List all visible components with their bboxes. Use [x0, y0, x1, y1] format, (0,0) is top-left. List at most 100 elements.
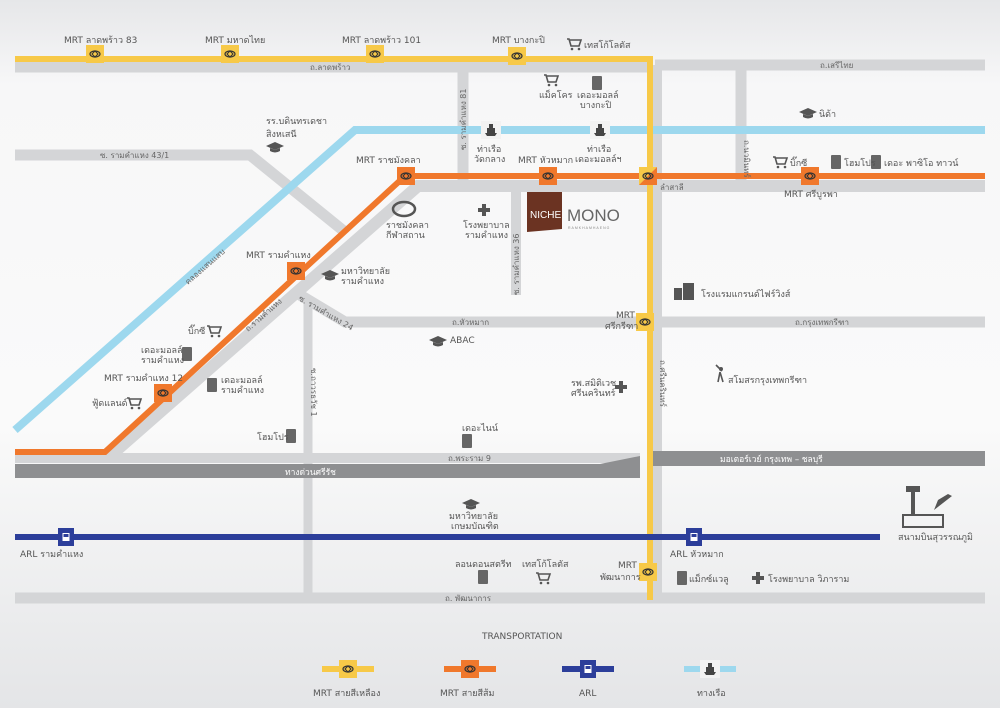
svg-text:มหาวิทยาลัย: มหาวิทยาลัย	[449, 511, 498, 522]
svg-text:MRT ลาดพร้าว 83: MRT ลาดพร้าว 83	[64, 35, 137, 46]
svg-text:โฮมโปร: โฮมโปร	[844, 158, 876, 169]
svg-text:สโมสรกรุงเทพกรีฑา: สโมสรกรุงเทพกรีฑา	[728, 375, 807, 386]
svg-text:ศรีกรีฑา: ศรีกรีฑา	[605, 321, 638, 332]
boat-icon[interactable]	[590, 121, 610, 139]
svg-text:โรงพยาบาล: โรงพยาบาล	[463, 220, 510, 231]
niche-mono-logo[interactable]: NICHE MONO RAMKHAMHAENG	[527, 192, 620, 232]
svg-text:ถ.กรุงเทพกรีฑา: ถ.กรุงเทพกรีฑา	[795, 318, 849, 327]
svg-text:ซ. รามคำแหง 81: ซ. รามคำแหง 81	[459, 89, 468, 150]
cart-icon	[535, 572, 551, 586]
svg-text:รามคำแหง: รามคำแหง	[141, 355, 184, 366]
svg-text:บิ๊กซี: บิ๊กซี	[188, 324, 205, 337]
motorway	[652, 451, 985, 466]
arl-train-icon[interactable]	[686, 528, 702, 546]
svg-text:TRANSPORTATION: TRANSPORTATION	[481, 632, 562, 642]
svg-text:ถ.ศรีนครินทร์: ถ.ศรีนครินทร์	[658, 360, 668, 408]
station-icon[interactable]	[397, 167, 415, 185]
shopping-bag-icon	[478, 570, 488, 584]
svg-text:ถ.พระราม 9: ถ.พระราม 9	[448, 454, 491, 463]
station-icon[interactable]	[508, 47, 526, 65]
svg-text:MRT มหาดไทย: MRT มหาดไทย	[205, 35, 265, 46]
mrt-orange-line	[15, 173, 985, 455]
svg-text:ARL หัวหมาก: ARL หัวหมาก	[670, 550, 724, 560]
svg-text:เทสโก้โลตัส: เทสโก้โลตัส	[522, 559, 569, 570]
graduation-cap-icon	[266, 142, 284, 153]
shopping-bag-icon	[592, 76, 602, 90]
hospital-icon	[478, 204, 490, 216]
legend-item-arl: ARL	[562, 660, 614, 699]
station-labels: MRT ลาดพร้าว 83 MRT มหาดไทย MRT ลาดพร้าว…	[20, 35, 838, 583]
station-icon[interactable]	[366, 45, 384, 63]
svg-text:เดอะมอลล์ฯ: เดอะมอลล์ฯ	[575, 153, 622, 165]
svg-text:มอเตอร์เวย์ กรุงเทพ – ชลบุรี: มอเตอร์เวย์ กรุงเทพ – ชลบุรี	[720, 454, 823, 465]
svg-text:เดอะไนน์: เดอะไนน์	[462, 422, 498, 434]
svg-text:รามคำแหง: รามคำแหง	[465, 230, 508, 241]
svg-text:MRT บางกะปิ: MRT บางกะปิ	[492, 35, 545, 46]
station-icon[interactable]	[636, 313, 654, 331]
cart-icon	[772, 156, 788, 170]
svg-text:ราชมังคลา: ราชมังคลา	[386, 221, 429, 231]
svg-text:ARL: ARL	[579, 689, 596, 699]
station-icon[interactable]	[801, 167, 819, 185]
svg-text:วัดกลาง: วัดกลาง	[474, 155, 505, 165]
svg-text:ศรีนครินทร์: ศรีนครินทร์	[571, 387, 616, 399]
hospital-icon	[752, 572, 764, 584]
svg-text:สนามบินสุวรรณภูมิ: สนามบินสุวรรณภูมิ	[898, 532, 973, 543]
svg-text:ลอนดอนสตรีท: ลอนดอนสตรีท	[455, 559, 512, 570]
canal-saen-saep	[12, 126, 985, 433]
boat-icon[interactable]	[481, 121, 501, 139]
golf-icon	[715, 364, 724, 383]
svg-text:MRT รามคำแหง 12: MRT รามคำแหง 12	[104, 373, 183, 384]
svg-text:ฟู้ดแลนด์: ฟู้ดแลนด์	[92, 397, 128, 409]
place-labels: เทสโก้โลตัส แม็คโคร เดอะมอลล์บางกะปิ นิด…	[92, 40, 973, 585]
svg-text:รามคำแหง: รามคำแหง	[221, 385, 264, 396]
svg-text:ท่าเรือ: ท่าเรือ	[477, 144, 501, 155]
legend-item-mrt-orange: MRT สายสีส้ม	[440, 660, 496, 699]
graduation-cap-icon	[429, 336, 447, 347]
svg-text:MRT ลาดพร้าว 101: MRT ลาดพร้าว 101	[342, 35, 421, 46]
station-icon[interactable]	[287, 262, 305, 280]
svg-text:คลองแสนแสบ: คลองแสนแสบ	[183, 247, 226, 286]
interchange-icon[interactable]	[639, 167, 657, 185]
station-icon[interactable]	[639, 563, 657, 581]
svg-text:ถ.ลาดพร้าว: ถ.ลาดพร้าว	[310, 63, 351, 72]
svg-text:MRT: MRT	[618, 561, 637, 571]
shopping-bag-icon	[207, 378, 217, 392]
svg-text:เดอะมอลล์: เดอะมอลล์	[577, 89, 619, 101]
svg-text:เดอะ พาซิโอ ทาวน์: เดอะ พาซิโอ ทาวน์	[884, 157, 959, 169]
svg-text:กีฬาสถาน: กีฬาสถาน	[386, 230, 425, 241]
svg-text:นิด้า: นิด้า	[819, 109, 836, 120]
svg-text:เดอะมอลล์: เดอะมอลล์	[141, 344, 183, 356]
svg-text:รร.บดินทรเดชา: รร.บดินทรเดชา	[266, 116, 327, 127]
svg-text:ทางด่วนศรีรัช: ทางด่วนศรีรัช	[285, 467, 336, 478]
expressway-sirat	[15, 456, 640, 478]
svg-text:โรงพยาบาล วิภาราม: โรงพยาบาล วิภาราม	[768, 574, 849, 585]
svg-text:รามคำแหง: รามคำแหง	[341, 276, 384, 287]
svg-text:สิงหเสนี: สิงหเสนี	[266, 129, 297, 140]
svg-text:แม็คโคร: แม็คโคร	[539, 88, 573, 101]
svg-text:บางกะปิ: บางกะปิ	[580, 100, 611, 111]
cart-icon	[126, 397, 142, 411]
svg-text:ท่าเรือ: ท่าเรือ	[587, 144, 611, 155]
station-icon[interactable]	[539, 167, 557, 185]
station-icon[interactable]	[86, 45, 104, 63]
svg-text:ซ.ถาวรธวัช 1: ซ.ถาวรธวัช 1	[309, 368, 318, 417]
cart-icon	[543, 74, 559, 88]
svg-text:ซ. รามคำแหง 36: ซ. รามคำแหง 36	[512, 234, 521, 295]
station-icon[interactable]	[154, 384, 172, 402]
svg-text:เทสโก้โลตัส: เทสโก้โลตัส	[584, 40, 631, 51]
shopping-bag-icon	[677, 571, 687, 585]
svg-text:RAMKHAMHAENG: RAMKHAMHAENG	[568, 226, 610, 230]
svg-text:ถ.เสรีไทย: ถ.เสรีไทย	[820, 61, 853, 70]
svg-text:ถ.นวมินทร์: ถ.นวมินทร์	[742, 140, 752, 178]
arl-train-icon[interactable]	[58, 528, 74, 546]
svg-text:ถ. พัฒนาการ: ถ. พัฒนาการ	[445, 594, 492, 603]
svg-text:แม็กซ์แวลู: แม็กซ์แวลู	[689, 572, 729, 585]
svg-text:ซ. รามคำแหง 43/1: ซ. รามคำแหง 43/1	[100, 151, 169, 160]
legend: TRANSPORTATION MRT สายสีเหลือง MRT สายสี…	[313, 632, 736, 699]
mrt-yellow-line	[15, 56, 653, 600]
station-icon[interactable]	[221, 45, 239, 63]
svg-text:MRT หัวหมาก: MRT หัวหมาก	[518, 156, 573, 166]
cart-icon	[206, 325, 222, 339]
